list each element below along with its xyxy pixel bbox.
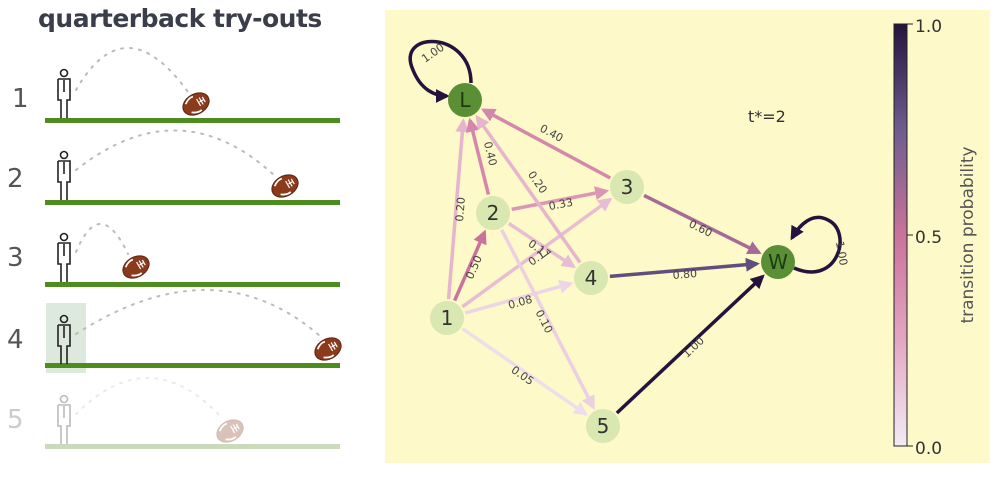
node-L: L <box>448 83 482 117</box>
edge-line <box>464 279 574 315</box>
edge-2-3: 0.33 <box>511 186 610 213</box>
node-5: 5 <box>586 409 620 443</box>
tryout-number-3: 3 <box>7 243 24 273</box>
node-2: 2 <box>476 196 510 230</box>
player-icon <box>57 394 71 444</box>
throw-arc <box>75 377 223 419</box>
player-icon <box>57 232 71 282</box>
edge-2-L: 0.40 <box>465 117 500 195</box>
field-line <box>45 282 340 287</box>
node-circle <box>610 170 644 204</box>
football-icon <box>216 419 244 443</box>
node-3: 3 <box>610 170 644 204</box>
tryout-illustrations: 1 2 3 <box>7 47 342 449</box>
field-line <box>45 444 340 449</box>
node-label: 2 <box>487 201 500 225</box>
field-line <box>45 118 340 123</box>
colorbar-gradient <box>893 23 908 447</box>
edge-line <box>500 229 595 410</box>
edge-label: 0.33 <box>548 196 575 213</box>
node-label: 4 <box>585 266 598 290</box>
colorbar-tick-label: 1.0 <box>915 17 942 37</box>
football-icon <box>122 255 150 279</box>
field-line <box>45 200 340 205</box>
edge-line <box>481 108 612 180</box>
node-W: W <box>761 245 795 279</box>
node-circle <box>586 409 620 443</box>
edge-line <box>609 257 760 279</box>
colorbar-tick-label: 0.5 <box>915 228 942 248</box>
tryout-row-5: 5 <box>7 377 340 449</box>
node-label: 5 <box>597 414 610 438</box>
node-label: W <box>768 250 788 274</box>
node-circle <box>574 261 608 295</box>
edge-label: 0.80 <box>672 267 698 282</box>
edge-line <box>615 274 765 415</box>
edge-1-L: 0.20 <box>446 118 470 300</box>
football-icon <box>314 337 342 361</box>
edge-line <box>453 229 487 302</box>
node-label: 3 <box>621 175 634 199</box>
timestep-annotation: t*=2 <box>748 107 786 126</box>
node-1: 1 <box>430 301 464 335</box>
edge-line <box>408 39 473 103</box>
nodes-layer: L W 1 2 3 4 5 <box>430 83 795 443</box>
edge-line <box>446 118 470 300</box>
tryout-number-1: 1 <box>12 84 29 114</box>
throw-arc <box>75 129 276 177</box>
node-circle <box>476 196 510 230</box>
throw-arc <box>75 47 189 93</box>
edge-label: 0.08 <box>507 293 534 312</box>
edge-label: 1.00 <box>833 240 850 266</box>
edge-line <box>507 222 576 268</box>
player-highlight <box>46 303 86 373</box>
edge-line <box>465 117 491 195</box>
tryout-row-3: 3 <box>7 223 340 287</box>
throw-arc <box>75 223 129 255</box>
colorbar: 1.0 0.5 0.0 transition probability <box>893 17 978 459</box>
colorbar-tick-label: 0.0 <box>915 439 942 459</box>
field-line <box>45 363 340 368</box>
player-icon <box>57 68 71 118</box>
football-icon <box>271 174 299 198</box>
tryout-number-2: 2 <box>7 164 24 194</box>
node-circle <box>448 83 482 117</box>
edge-line <box>511 186 610 212</box>
tryout-number-5: 5 <box>7 405 24 435</box>
node-4: 4 <box>574 261 608 295</box>
edge-line <box>790 215 842 274</box>
edge-4-W: 0.80 <box>609 257 760 282</box>
node-circle <box>430 301 464 335</box>
node-label: 1 <box>441 306 454 330</box>
edge-line <box>461 327 589 416</box>
page-title: quarterback try-outs <box>38 4 322 33</box>
tryout-row-1: 1 <box>12 47 340 123</box>
node-circle <box>761 245 795 279</box>
edge-label: 0.20 <box>453 197 468 222</box>
player-icon <box>57 314 71 364</box>
colorbar-label: transition probability <box>958 146 978 323</box>
edge-W-W: 1.00 <box>790 215 850 274</box>
edge-line <box>461 197 613 309</box>
edge-label: 0.40 <box>481 140 500 167</box>
tryout-number-4: 4 <box>7 325 24 355</box>
football-icon <box>182 92 210 116</box>
player-icon <box>57 150 71 200</box>
tryout-row-2: 2 <box>7 129 340 205</box>
throw-arc <box>75 289 321 337</box>
edge-line <box>643 193 762 255</box>
node-label: L <box>459 88 471 112</box>
edge-line <box>475 114 582 264</box>
tryout-row-4: 4 <box>7 289 342 373</box>
edge-1-4: 0.08 <box>464 279 574 315</box>
